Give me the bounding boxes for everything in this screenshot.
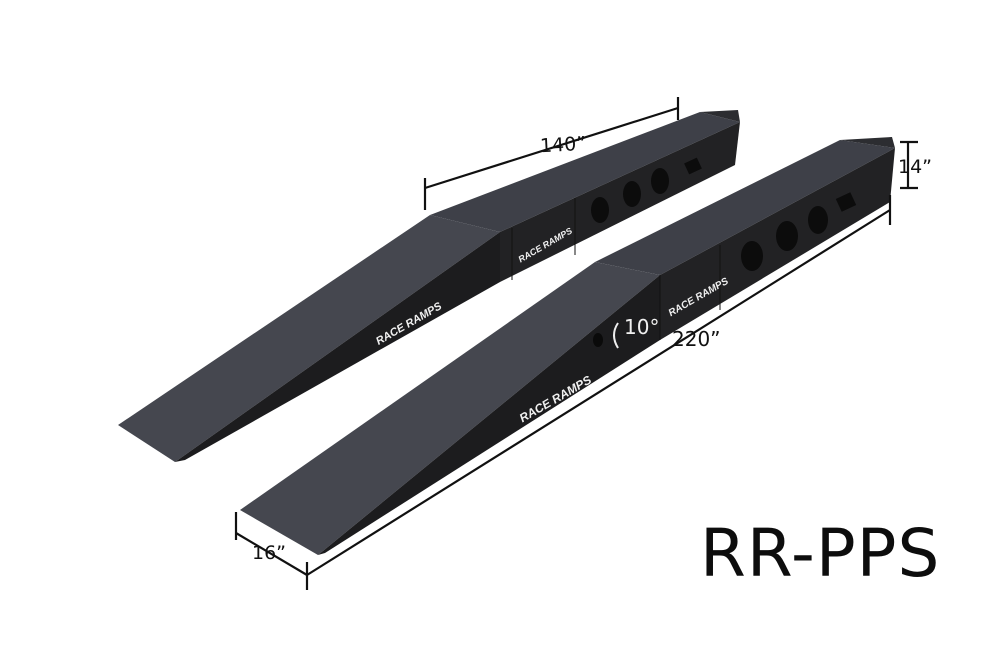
length-140-label: 140”	[539, 132, 587, 158]
width-16-label: 16”	[252, 542, 287, 564]
back-ramp	[118, 110, 740, 462]
dimension-lines	[234, 97, 918, 590]
model-code: RR-PPS	[700, 515, 941, 592]
length-220-label: 220”	[672, 327, 721, 351]
front-ramp	[240, 137, 895, 555]
angle-10-label: 10°	[624, 315, 660, 339]
angle-arrow-icon	[613, 322, 619, 349]
height-14-label: 14”	[898, 156, 933, 178]
